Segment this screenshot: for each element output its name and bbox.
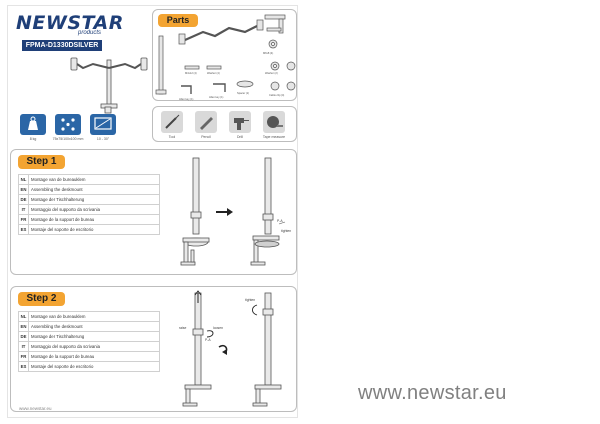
part-label-1: M4x12 (4) (185, 71, 197, 75)
tool-label-2: Pencil (201, 135, 211, 139)
parts-panel: Parts (152, 9, 297, 101)
parts-illustration: M4x12 (4) Washer (4) M6x8 (4) Washer (2)… (155, 14, 296, 101)
step2-illustration: raise loosen P-A tighten (179, 290, 282, 407)
lang-text: Assembling the deskmount (28, 184, 160, 195)
step1-action-label: tighten (281, 229, 291, 233)
spec-label-screen-size: 10 - 30" (96, 137, 110, 141)
pencil-icon (195, 111, 217, 133)
screen-size-icon (90, 114, 116, 135)
tool-label-4: Tape measure (262, 135, 286, 139)
model-badge: FPMA-D1330DSILVER (22, 40, 102, 51)
lang-text: Montaggio del supporto da scrivania (28, 204, 160, 215)
tape-measure-icon (263, 111, 285, 133)
tools-panel: Tool Pencil Drill Tape measure (152, 106, 297, 142)
lang-text: Montage de la support de bureau (28, 214, 160, 225)
website-url[interactable]: www.newstar.eu (358, 382, 507, 404)
lang-text: Montage der Tischhalterung (28, 331, 160, 342)
step1-title: Step 1 (18, 155, 65, 169)
lang-code: FR (18, 214, 29, 225)
footer-url: www.newstar.eu (19, 406, 52, 411)
tool-label-3: Drill (236, 135, 244, 139)
part-label-6: Allen key (1) (209, 95, 224, 99)
step2-raise-label: raise (179, 326, 186, 330)
lang-code: EN (18, 321, 29, 332)
step1-part-label: P-A (277, 219, 283, 223)
part-label-2: Washer (4) (207, 71, 220, 75)
part-label-4: Washer (2) (265, 71, 278, 75)
tool-label-1: Tool (168, 135, 176, 139)
lang-text: Montaje del soporte de escritorio (28, 361, 160, 372)
drill-icon (229, 111, 251, 133)
step2-part-label: P-A (205, 338, 211, 342)
lang-text: Montage de la support de bureau (28, 351, 160, 362)
lang-text: Montaje del soporte de escritorio (28, 224, 160, 235)
step1-illustration: P-A tighten (180, 157, 291, 266)
lang-code: FR (18, 351, 29, 362)
lang-text: Montaggio del supporto da scrivania (28, 341, 160, 352)
lang-code: ES (18, 361, 29, 372)
brand-name: NEWSTAR (16, 12, 124, 34)
parts-title: Parts (158, 14, 198, 27)
screwdriver-icon (161, 111, 183, 133)
lang-text: Montage van de bureauklem (28, 311, 160, 322)
lang-text: Montage van de bureauklem (28, 174, 160, 185)
manual-page: NEWSTAR products FPMA-D1330DSILVER Parts (7, 5, 298, 418)
part-label-8: Cable clip (4) (269, 93, 284, 97)
spec-label-weight: 8 kg (29, 137, 37, 141)
spec-label-vesa: 75x75/100x100 mm (52, 137, 84, 141)
lang-code: ES (18, 224, 29, 235)
step2-tighten-label: tighten (245, 298, 255, 302)
lang-code: IT (18, 341, 29, 352)
part-label-3: M6x8 (4) (263, 51, 273, 55)
vesa-icon (55, 114, 81, 135)
lang-text: Montage der Tischhalterung (28, 194, 160, 205)
brand-tagline: products (78, 30, 102, 36)
brand-logo: NEWSTAR products (16, 12, 156, 36)
lang-code: NL (18, 174, 29, 185)
lang-code: EN (18, 184, 29, 195)
lang-code: IT (18, 204, 29, 215)
part-label-7: Spacer (1) (237, 91, 249, 95)
step2-title: Step 2 (18, 292, 65, 306)
lang-code: DE (18, 194, 29, 205)
weight-icon (20, 114, 46, 135)
lang-text: Assembling the deskmount (28, 321, 160, 332)
product-illustration (70, 57, 148, 114)
lang-code: NL (18, 311, 29, 322)
lang-code: DE (18, 331, 29, 342)
part-label-5: Allen key (1) (179, 97, 194, 101)
spec-row: 8 kg 75x75/100x100 mm 10 - 30" (20, 114, 135, 144)
step2-loosen-label: loosen (213, 326, 223, 330)
